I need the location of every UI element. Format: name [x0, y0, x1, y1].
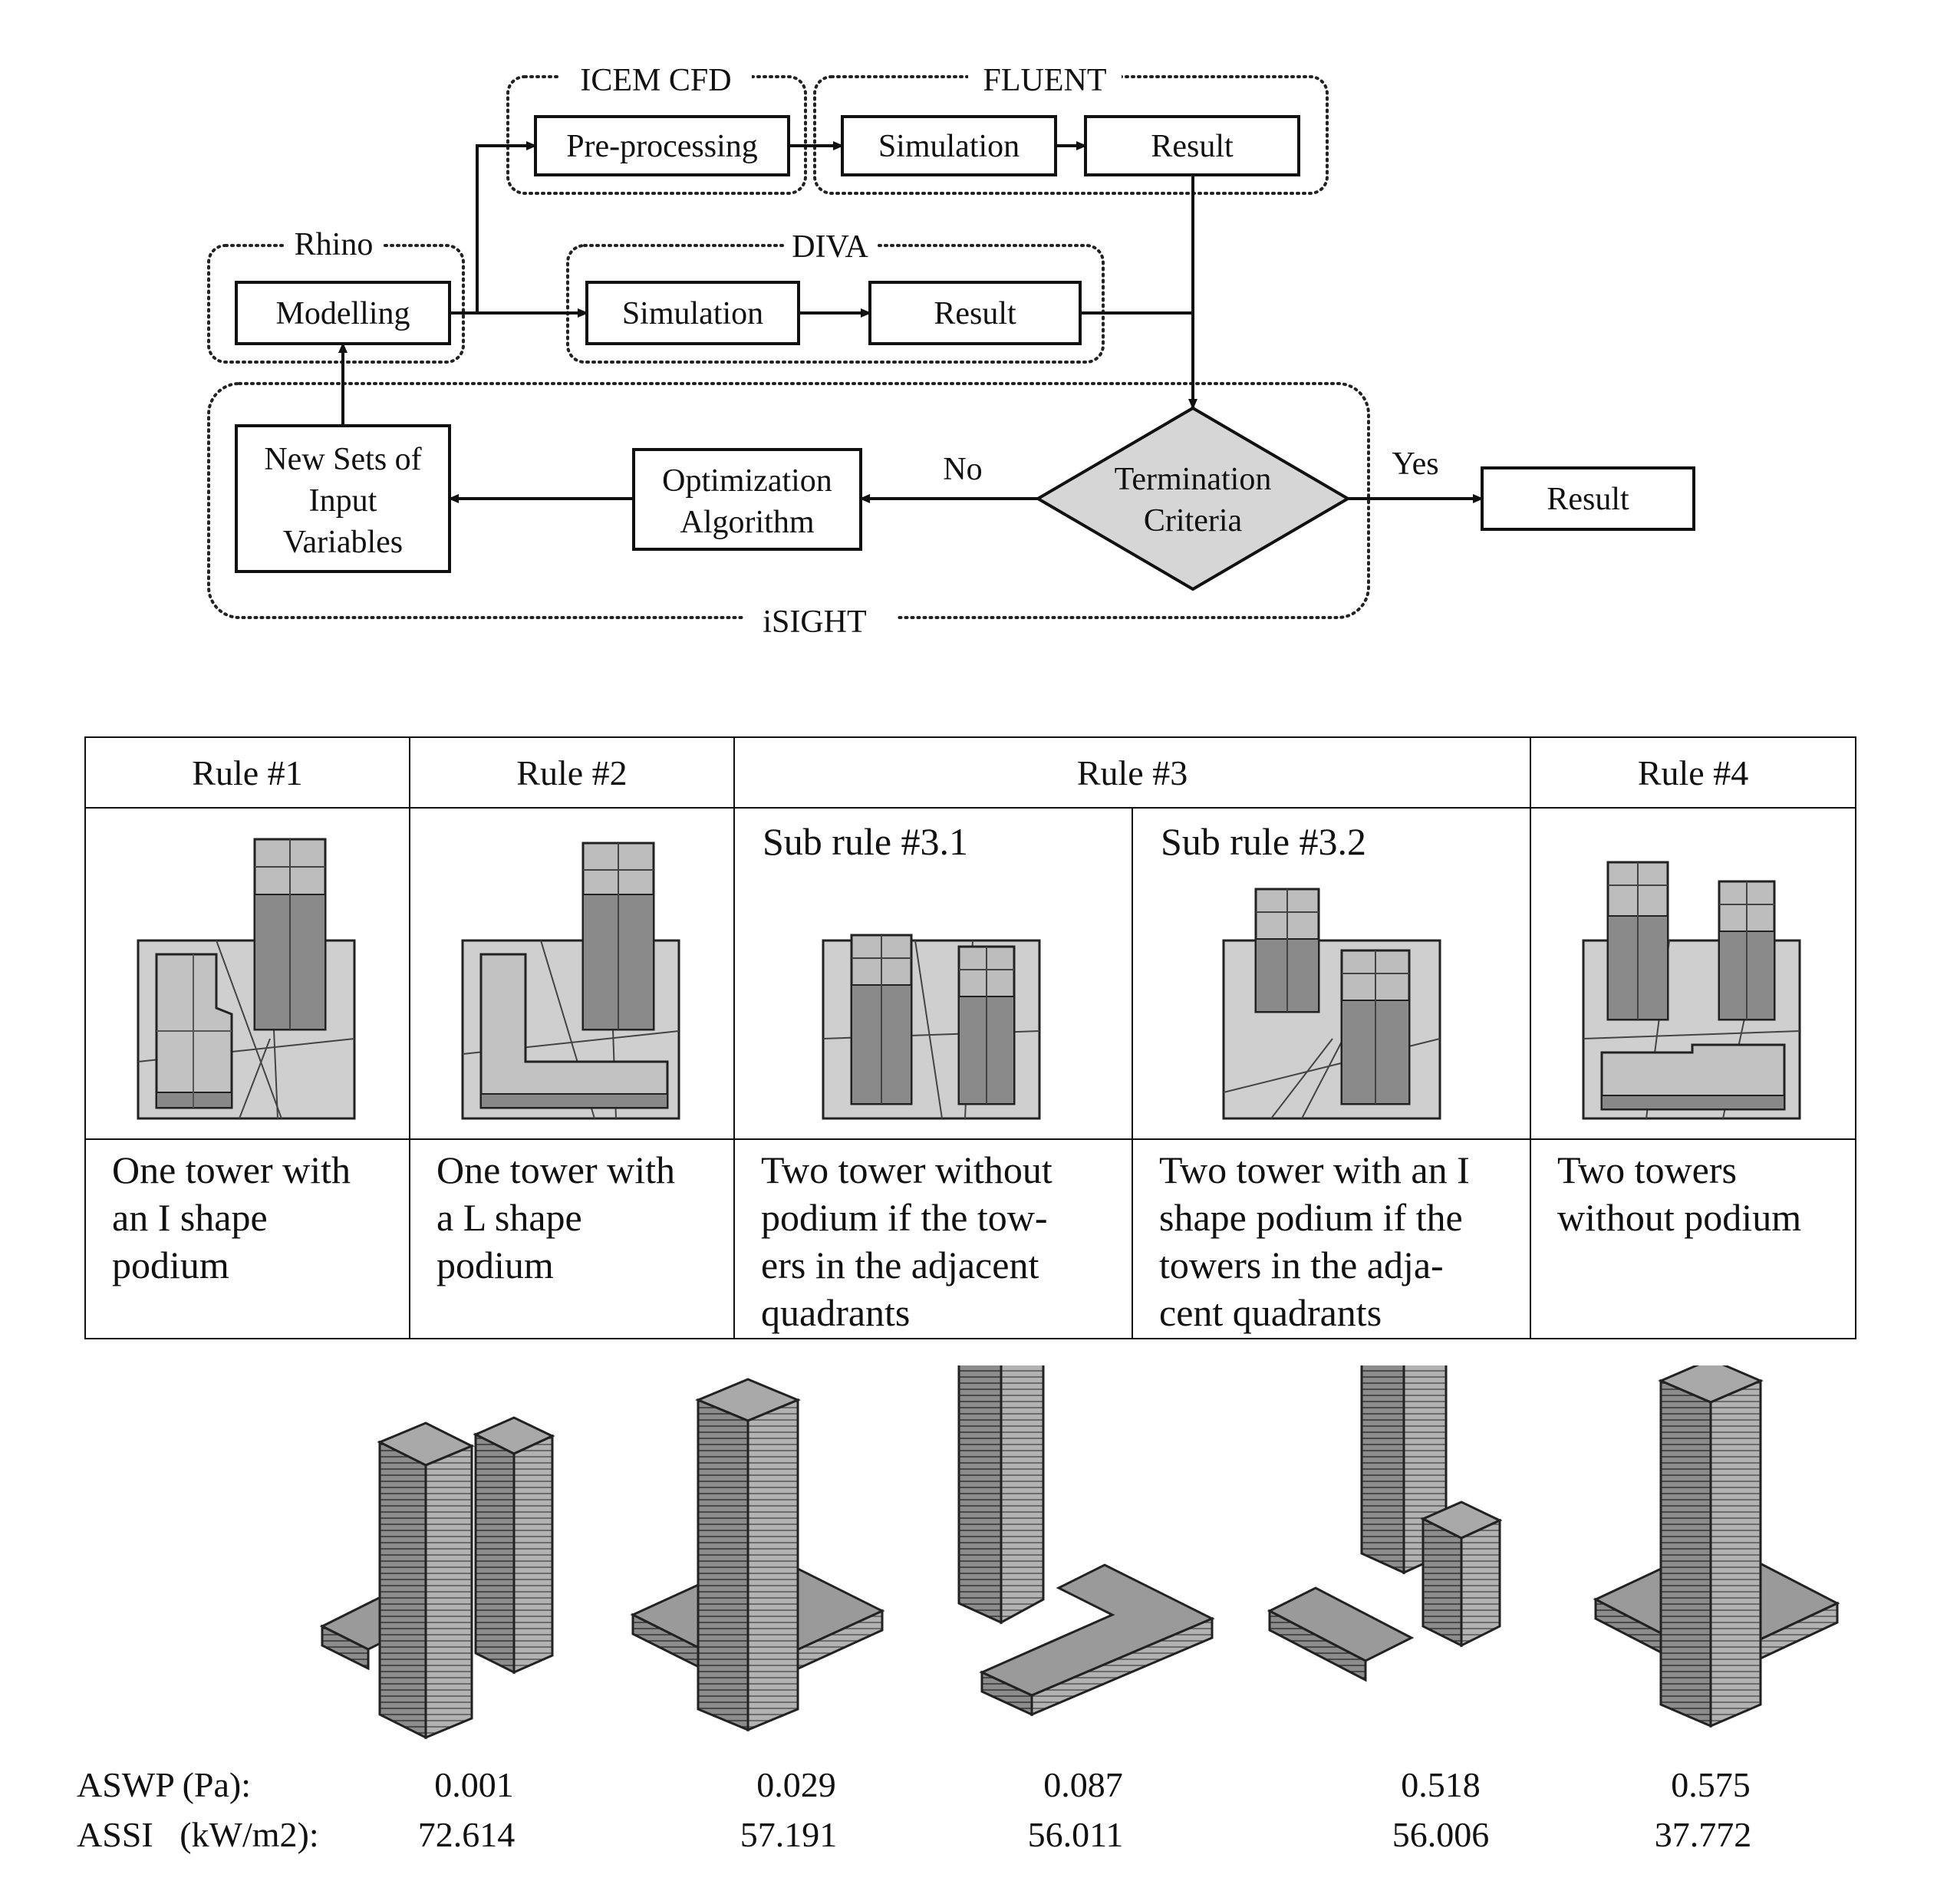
assi-label: ASSI (kW/m2): [77, 1815, 319, 1854]
massing-model-4 [1267, 1365, 1503, 1682]
rule-3-header: Rule #3 [733, 736, 1532, 809]
aswp-value-3: 0.087 [1043, 1765, 1123, 1804]
assi-value-5: 37.772 [1654, 1815, 1752, 1854]
rule-4-header: Rule #4 [1530, 736, 1857, 809]
assi-value-2: 57.191 [740, 1815, 838, 1854]
icem-cfd-label: ICEM CFD [580, 63, 731, 98]
optimization-flowchart: ICEM CFD FLUENT Rhino DIVA iSIGHT Pre-pr… [207, 60, 1695, 643]
assi-value-1: 72.614 [417, 1815, 516, 1854]
rule-2-header: Rule #2 [409, 736, 735, 809]
aswp-label: ASWP (Pa): [77, 1765, 252, 1804]
aswp-value-2: 0.029 [756, 1765, 836, 1804]
modelling-label: Modelling [276, 296, 410, 331]
optimization-line-1: Optimization [662, 463, 832, 499]
rule-2-diagram [409, 807, 735, 1140]
fluent-simulation-box [841, 115, 1057, 176]
isight-label: iSIGHT [763, 604, 866, 640]
preprocessing-label: Pre-processing [566, 129, 758, 164]
termination-line-1: Termination [1115, 462, 1272, 497]
yes-edge-label: Yes [1392, 446, 1438, 482]
massing-model-3 [957, 1365, 1215, 1717]
modelling-box [235, 281, 451, 345]
termination-diamond [1035, 406, 1351, 591]
no-edge-label: No [943, 452, 982, 487]
aswp-value-4: 0.518 [1401, 1765, 1481, 1804]
termination-line-2: Criteria [1144, 503, 1243, 539]
rule-3-1-cell: Sub rule #3.1 [733, 807, 1133, 1140]
fluent-result-label: Result [1151, 129, 1234, 164]
fluent-simulation-label: Simulation [878, 129, 1020, 164]
aswp-value-5: 0.575 [1671, 1765, 1751, 1804]
diva-simulation-label: Simulation [622, 296, 763, 331]
modelling-to-preprocessing-arrow [476, 141, 537, 313]
optimization-box [632, 448, 862, 551]
optimization-line-2: Algorithm [680, 505, 815, 540]
massing-model-5 [1593, 1365, 1840, 1728]
rules-table: Rule #1 Rule #2 Rule #3 Rule #4 [84, 736, 1857, 1339]
fluent-label: FLUENT [983, 63, 1107, 98]
new-sets-line-1: New Sets of [264, 442, 421, 477]
diva-label: DIVA [792, 229, 868, 265]
aswp-value-1: 0.001 [434, 1765, 514, 1804]
preprocessing-box [534, 115, 790, 176]
final-result-label: Result [1547, 482, 1629, 517]
new-sets-line-2: Input [309, 483, 377, 519]
new-sets-line-3: Variables [283, 525, 403, 560]
new-sets-box [235, 424, 451, 573]
diva-result-label: Result [934, 296, 1016, 331]
rule-1-header: Rule #1 [84, 736, 410, 809]
massing-models [319, 1365, 1840, 1740]
massing-model-1 [319, 1416, 555, 1740]
assi-value-3: 56.011 [1027, 1815, 1124, 1854]
assi-value-4: 56.006 [1392, 1815, 1490, 1854]
rule-1-diagram [84, 807, 410, 1140]
rule-4-diagram [1530, 807, 1857, 1140]
rule-3-2-cell: Sub rule #3.2 [1131, 807, 1532, 1140]
rhino-label: Rhino [295, 227, 374, 262]
fluent-result-box [1084, 115, 1300, 176]
sub-rule-3-2-label: Sub rule #3.2 [1161, 820, 1367, 863]
sub-rule-3-1-label: Sub rule #3.1 [763, 820, 969, 863]
massing-model-2 [630, 1378, 885, 1732]
